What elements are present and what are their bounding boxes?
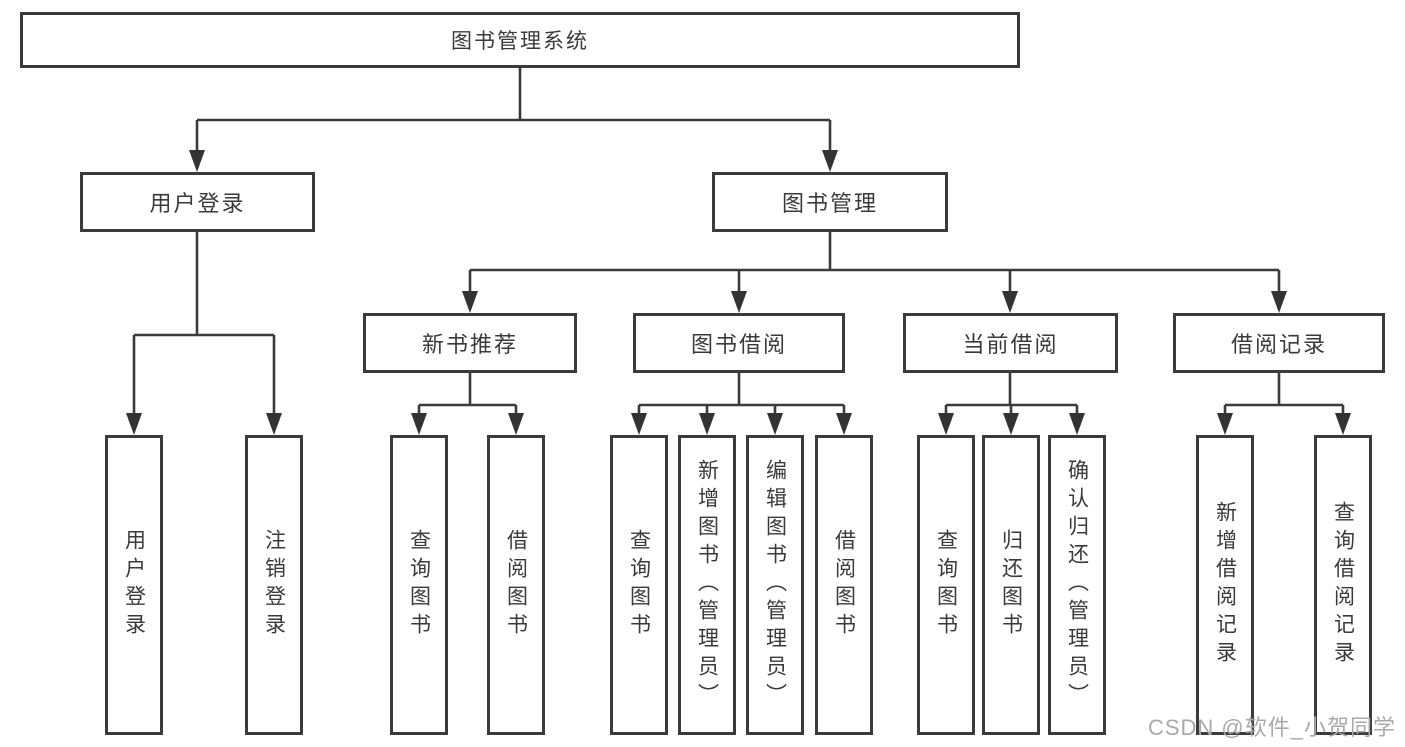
arrowhead-icon xyxy=(1271,291,1287,313)
node-label: 图书管理系统 xyxy=(451,30,589,53)
arrowhead-icon xyxy=(411,413,427,435)
connector-lines xyxy=(944,373,1079,417)
arrowhead-icon xyxy=(462,291,478,313)
arrowhead-icon xyxy=(126,413,142,435)
node-label: 借阅图书 xyxy=(504,529,528,641)
node-book-borrowing: 图书借阅 xyxy=(633,313,845,373)
leaf-borrow-books-2: 借阅图书 xyxy=(815,435,873,735)
arrowhead-icon xyxy=(1335,413,1351,435)
leaf-borrow-books-1: 借阅图书 xyxy=(487,435,545,735)
connector-lines xyxy=(195,68,832,152)
node-label: 编辑图书（管理员） xyxy=(763,459,787,711)
node-label: 新书推荐 xyxy=(421,332,518,357)
node-label: 注销登录 xyxy=(262,529,286,641)
node-current-borrowing: 当前借阅 xyxy=(903,313,1118,373)
arrowhead-icon xyxy=(731,291,747,313)
node-label: 查询图书 xyxy=(934,529,958,641)
arrowhead-icon xyxy=(1003,413,1019,435)
node-new-book-recommend: 新书推荐 xyxy=(363,313,577,373)
leaf-logout: 注销登录 xyxy=(245,435,303,735)
leaf-confirm-return-admin: 确认归还（管理员） xyxy=(1048,435,1106,735)
arrowhead-icon xyxy=(822,150,838,172)
node-label: 图书管理 xyxy=(781,191,878,216)
leaf-add-books-admin: 新增图书（管理员） xyxy=(678,435,736,735)
leaf-query-books-2: 查询图书 xyxy=(610,435,668,735)
arrowhead-icon xyxy=(1217,413,1233,435)
node-label: 借阅记录 xyxy=(1230,332,1327,357)
leaf-query-borrow-record: 查询借阅记录 xyxy=(1314,435,1372,735)
node-library-system: 图书管理系统 xyxy=(20,12,1020,68)
connector-lines xyxy=(468,232,1281,293)
arrowhead-icon xyxy=(1069,413,1085,435)
node-label: 查询图书 xyxy=(407,529,431,641)
arrowhead-icon xyxy=(767,413,783,435)
arrowhead-icon xyxy=(836,413,852,435)
node-label: 新增借阅记录 xyxy=(1213,501,1237,669)
leaf-add-borrow-record: 新增借阅记录 xyxy=(1196,435,1254,735)
leaf-return-books: 归还图书 xyxy=(982,435,1040,735)
connector-lines xyxy=(132,232,276,415)
node-label: 用户登录 xyxy=(122,529,146,641)
arrowhead-icon xyxy=(631,413,647,435)
node-label: 查询借阅记录 xyxy=(1331,501,1355,669)
arrowhead-icon xyxy=(1002,291,1018,313)
leaf-user-login: 用户登录 xyxy=(105,435,163,735)
arrowhead-icon xyxy=(189,150,205,172)
node-label: 借阅图书 xyxy=(832,529,856,641)
connector-lines xyxy=(637,373,846,417)
node-borrowing-records: 借阅记录 xyxy=(1173,313,1385,373)
node-label: 查询图书 xyxy=(627,529,651,641)
node-label: 当前借阅 xyxy=(962,332,1059,357)
node-label: 确认归还（管理员） xyxy=(1065,459,1089,711)
leaf-query-books-1: 查询图书 xyxy=(390,435,448,735)
node-label: 用户登录 xyxy=(149,191,246,216)
arrowhead-icon xyxy=(266,413,282,435)
leaf-query-books-3: 查询图书 xyxy=(917,435,975,735)
node-label: 新增图书（管理员） xyxy=(695,459,719,711)
node-label: 归还图书 xyxy=(999,529,1023,641)
node-book-management: 图书管理 xyxy=(712,172,948,232)
node-label: 图书借阅 xyxy=(690,332,787,357)
csdn-watermark: CSDN @软件_小贺同学 xyxy=(1147,715,1396,740)
arrowhead-icon xyxy=(938,413,954,435)
node-user-login: 用户登录 xyxy=(80,172,315,232)
connector-lines xyxy=(417,373,518,417)
connector-lines xyxy=(1223,373,1345,417)
arrowhead-icon xyxy=(699,413,715,435)
arrowhead-icon xyxy=(508,413,524,435)
leaf-edit-books-admin: 编辑图书（管理员） xyxy=(746,435,804,735)
